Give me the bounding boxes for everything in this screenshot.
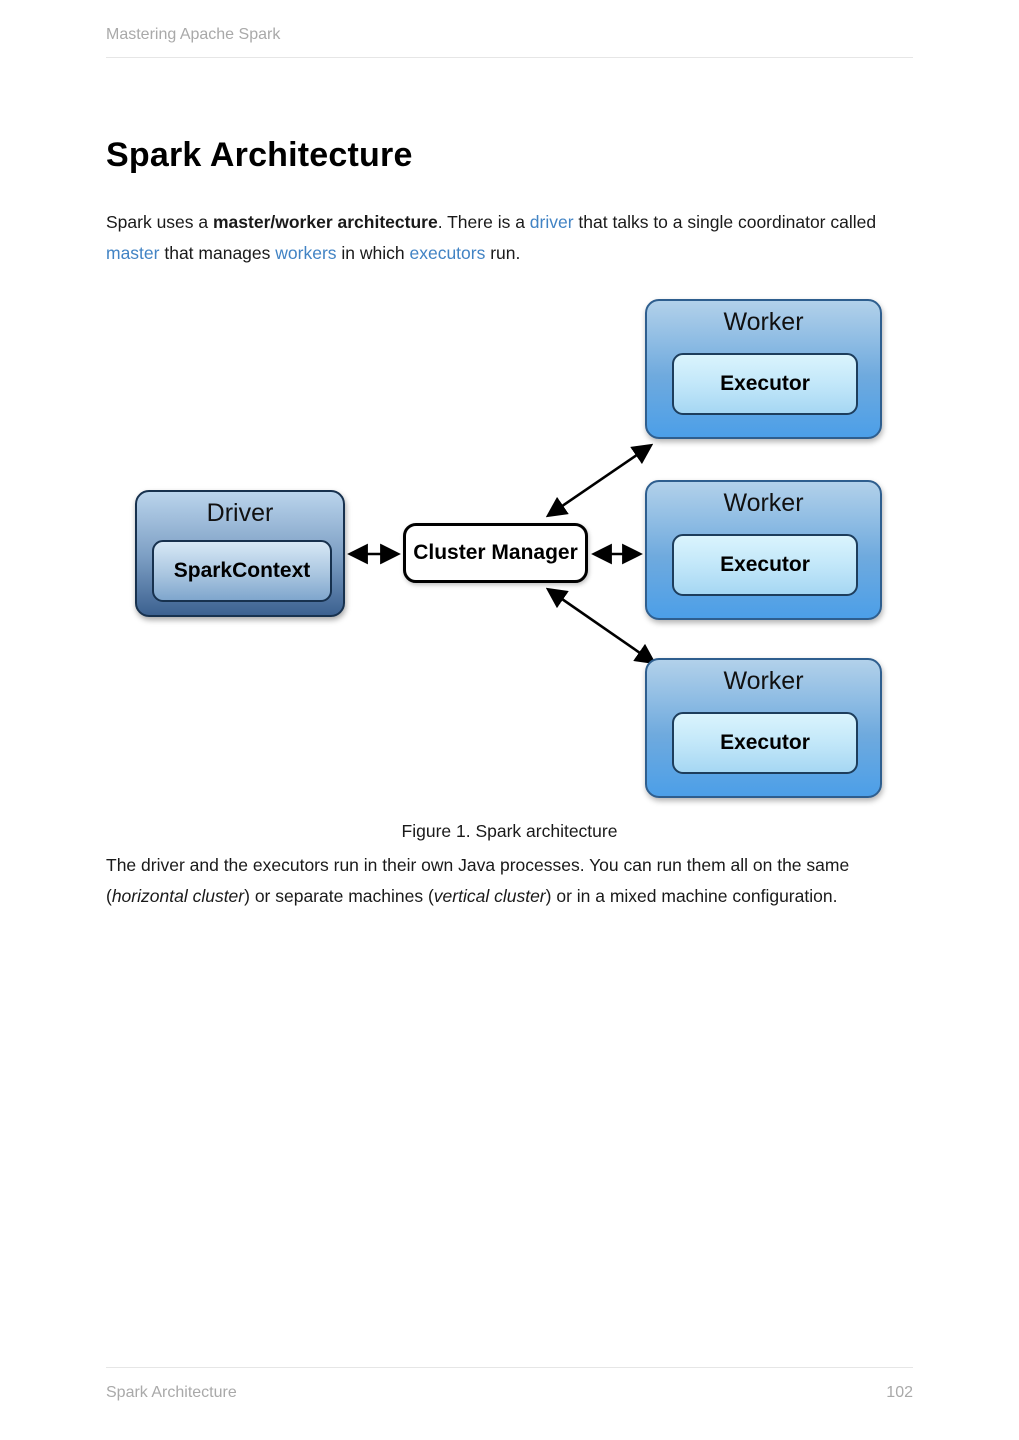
worker-node-3: Worker Executor bbox=[645, 658, 882, 798]
book-title-header: Mastering Apache Spark bbox=[106, 26, 281, 43]
worker-label: Worker bbox=[723, 667, 804, 695]
spark-architecture-diagram: Driver SparkContext Cluster Manager Work… bbox=[106, 295, 913, 810]
executor-node: Executor bbox=[672, 353, 858, 415]
body-paragraph: The driver and the executors run in thei… bbox=[106, 850, 914, 912]
worker-label: Worker bbox=[723, 308, 804, 336]
master-link[interactable]: master bbox=[106, 243, 160, 263]
body-text: ) or separate machines ( bbox=[244, 886, 434, 906]
footer-chapter-title: Spark Architecture bbox=[106, 1384, 237, 1401]
workers-link[interactable]: workers bbox=[275, 243, 337, 263]
executor-node: Executor bbox=[672, 712, 858, 774]
body-text: ) or in a mixed machine configuration. bbox=[545, 886, 838, 906]
intro-paragraph: Spark uses a master/worker architecture.… bbox=[106, 207, 914, 269]
body-text: The driver and the executors run in thei… bbox=[106, 855, 850, 906]
driver-node: Driver SparkContext bbox=[135, 490, 345, 617]
diagram-arrows bbox=[347, 443, 657, 665]
intro-text: run. bbox=[485, 243, 521, 263]
intro-text: in which bbox=[336, 243, 410, 263]
intro-bold-text: master/worker architecture bbox=[213, 212, 438, 232]
executors-link[interactable]: executors bbox=[409, 243, 486, 263]
arrow-clustermanager-worker3 bbox=[545, 587, 657, 665]
figure-caption: Figure 1. Spark architecture bbox=[401, 821, 618, 841]
sparkcontext-node: SparkContext bbox=[152, 540, 332, 602]
intro-text: that manages bbox=[159, 243, 276, 263]
worker-node-2: Worker Executor bbox=[645, 480, 882, 620]
worker-label: Worker bbox=[723, 489, 804, 517]
cluster-manager-node: Cluster Manager bbox=[403, 523, 588, 583]
intro-text: that talks to a single coordinator calle… bbox=[573, 212, 877, 232]
body-italic-text: vertical cluster bbox=[433, 886, 546, 906]
page-title: Spark Architecture bbox=[106, 136, 413, 174]
driver-link[interactable]: driver bbox=[529, 212, 574, 232]
footer-divider bbox=[106, 1367, 913, 1368]
worker-node-1: Worker Executor bbox=[645, 299, 882, 439]
arrow-clustermanager-worker1 bbox=[545, 443, 654, 518]
body-italic-text: horizontal cluster bbox=[111, 886, 245, 906]
driver-label: Driver bbox=[206, 499, 274, 527]
intro-text: Spark uses a bbox=[106, 212, 213, 232]
header-divider bbox=[106, 57, 913, 58]
page-footer: Spark Architecture 102 bbox=[106, 1384, 913, 1402]
footer-page-number: 102 bbox=[886, 1384, 913, 1401]
intro-text: . There is a bbox=[437, 212, 530, 232]
executor-node: Executor bbox=[672, 534, 858, 596]
